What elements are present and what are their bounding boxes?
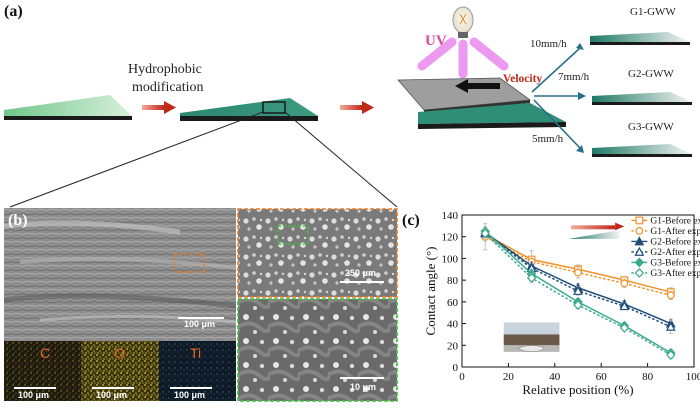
inset-photo-sample [519, 345, 544, 352]
panel-b: 100 μm (b) C O Ti 100 μm 100 μm 100 μm 2… [3, 208, 398, 402]
sem-main-image: 100 μm [3, 208, 237, 341]
output-plate-g3 [592, 144, 692, 157]
zoom-line-left [9, 111, 264, 208]
direction-arrow-icon [571, 225, 616, 230]
uv-label: UV [425, 33, 447, 49]
eds-maps: C O Ti 100 μm 100 μm 100 μm [4, 341, 236, 401]
panel-a-label: (a) [4, 3, 23, 20]
legend-marker-0 [635, 216, 644, 225]
output-plate-g2 [592, 92, 692, 105]
eds-scale-ti: 100 μm [174, 390, 205, 400]
eds-scale-o: 100 μm [96, 390, 127, 400]
process-arrow-1 [142, 101, 176, 114]
legend-label-0: G1-Before exposure [650, 216, 700, 227]
branch-arrows [531, 43, 586, 153]
eds-label-ti: Ti [190, 345, 201, 361]
group-label-g2: G2-GWW [628, 68, 674, 80]
y-tick-label-1: 20 [447, 340, 459, 352]
data-point-5-3 [619, 322, 630, 333]
eds-label-c: C [40, 345, 50, 361]
series-line-3 [484, 232, 672, 328]
legend-marker-3 [634, 246, 645, 256]
step-text-modification: modification [132, 80, 204, 95]
direction-arrow-head [615, 222, 625, 231]
sem-zoom-box [173, 253, 205, 273]
data-point-1-3 [620, 279, 629, 288]
legend-label-2: G2-Before exposure [650, 237, 700, 248]
eds-map-ti [159, 341, 236, 401]
legend-label-1: G1-After exposure [650, 226, 700, 237]
data-point-1-4 [666, 291, 675, 300]
data-point-3-2 [573, 285, 583, 295]
y-tick-label-4: 80 [447, 275, 459, 287]
velocity-arrow [455, 79, 500, 93]
substrate-plate-raw [4, 95, 132, 120]
uv-lamp [452, 6, 474, 38]
inset-photo-trees [503, 334, 560, 346]
panel-b-label: (b) [8, 212, 28, 229]
plot-frame [461, 214, 695, 368]
x-tick-label-0: 0 [459, 371, 465, 383]
sem-zoom-2: 10 μm [237, 298, 398, 402]
x-tick-label-4: 80 [642, 371, 654, 383]
y-tick-label-6: 120 [442, 232, 459, 244]
y-tick-label-3: 60 [447, 297, 459, 309]
sem-scale-main: 100 μm [184, 319, 215, 329]
legend-marker-2 [634, 236, 645, 246]
rate-label-g3: 5mm/h [532, 133, 564, 145]
uv-rays [417, 37, 509, 79]
zoom-line-right [284, 111, 398, 208]
legend-marker-5 [634, 267, 645, 278]
eds-label-o: O [114, 345, 125, 361]
x-tick-label-3: 60 [596, 371, 608, 383]
x-tick-label-2: 40 [549, 371, 561, 383]
data-point-5-1 [526, 273, 537, 283]
zoom-box [262, 101, 286, 114]
legend-label-3: G2-After exposure [650, 247, 700, 258]
output-plate-g1 [590, 32, 690, 45]
rate-label-g2: 7mm/h [558, 71, 590, 83]
y-tick-label-0: 0 [453, 362, 459, 374]
data-point-5-2 [573, 300, 583, 311]
sem-zoom-1: 250 μm [237, 208, 398, 298]
data-point-3-3 [619, 301, 630, 311]
panel-a: (a) Hydrophobic modification [4, 3, 692, 208]
velocity-label: Velocity [503, 73, 542, 85]
panel-c: (c) 0 20 40 60 80 100 0 20 40 60 80 100 120 140Relati… [402, 210, 700, 397]
legend-label-4: G3-Before exposure [650, 258, 700, 269]
eds-map-o [81, 341, 159, 401]
step-text-hydrophobic: Hydrophobic [128, 62, 202, 77]
legend-label-5: G3-After exposure [650, 268, 700, 279]
group-label-g1: G1-GWW [630, 6, 676, 18]
data-point-5-0 [480, 228, 490, 239]
x-tick-label-1: 20 [503, 371, 515, 383]
data-point-3-4 [665, 321, 676, 331]
exposure-plate [418, 103, 566, 129]
rate-label-g1: 10mm/h [530, 38, 567, 50]
data-point-5-4 [666, 350, 676, 361]
process-arrow-2 [340, 101, 374, 114]
gradient-wedge-icon [568, 230, 620, 239]
sem-scale-zoom1: 250 μm [345, 268, 376, 278]
substrate-plate-hydrophobic [180, 98, 318, 121]
data-point-1-2 [574, 268, 582, 277]
panel-c-label: (c) [402, 212, 420, 229]
x-tick-label-5: 100 [686, 371, 700, 383]
y-tick-label-5: 100 [442, 253, 459, 265]
eds-scale-c: 100 μm [18, 390, 49, 400]
sem-scale-zoom2: 10 μm [350, 382, 376, 392]
legend-marker-4 [634, 257, 645, 268]
y-tick-label-7: 140 [442, 210, 459, 222]
group-label-g3: G3-GWW [628, 121, 674, 133]
eds-map-c [4, 341, 81, 401]
legend-marker-1 [635, 227, 644, 235]
y-tick-label-2: 40 [447, 319, 459, 331]
y-axis-label: Contact angle (°) [423, 247, 438, 336]
x-axis-label: Relative position (%) [522, 382, 633, 397]
